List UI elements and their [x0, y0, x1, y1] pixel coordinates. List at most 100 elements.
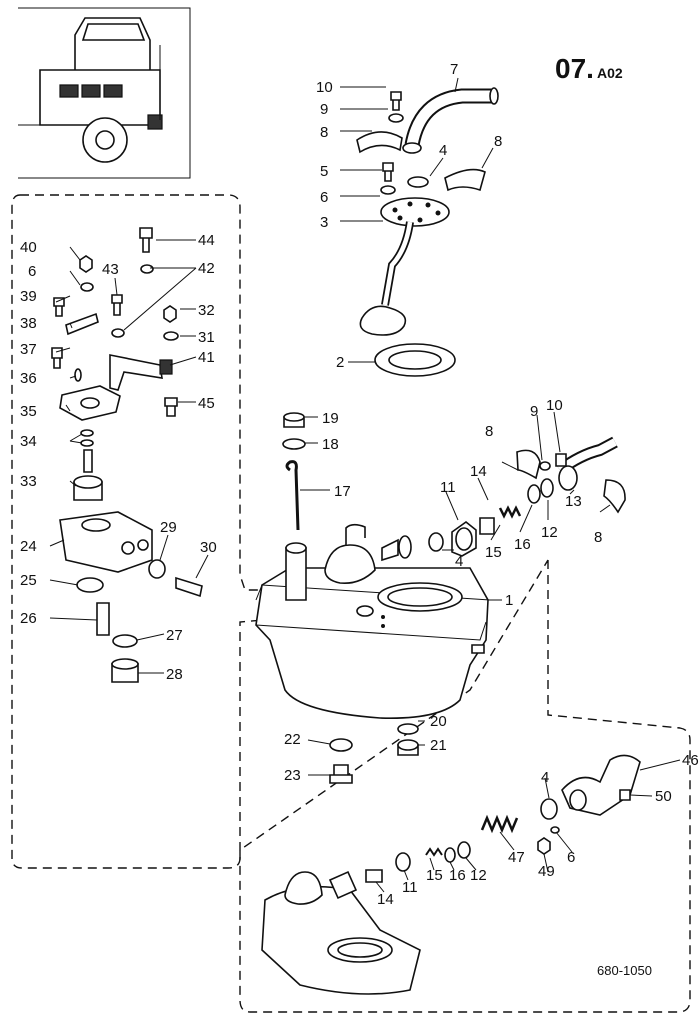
- callout-28: 28: [166, 666, 183, 683]
- callout-1: 1: [505, 592, 513, 609]
- callout-19: 19: [322, 410, 339, 427]
- callout-10: 10: [316, 79, 333, 96]
- callout-18: 18: [322, 436, 339, 453]
- washer-6-top: [380, 185, 396, 195]
- ring-12-bottom: [457, 841, 471, 859]
- bolt-10-top: [390, 91, 402, 111]
- bolt-5: [382, 162, 394, 182]
- callout-12: 12: [541, 524, 558, 541]
- washer-9-right: [539, 461, 551, 471]
- callout-41: 41: [198, 349, 215, 366]
- tractor-cab-sketch: [18, 17, 163, 163]
- callout-14: 14: [470, 463, 487, 480]
- callout-49: 49: [538, 863, 555, 880]
- callout-8: 8: [485, 423, 493, 440]
- connector-11-bottom: [395, 852, 411, 872]
- callout-6: 6: [567, 849, 575, 866]
- washer-31: [163, 331, 179, 341]
- callout-9: 9: [320, 101, 328, 118]
- callout-12: 12: [470, 867, 487, 884]
- callout-45: 45: [198, 395, 215, 412]
- bolt-39: [53, 297, 65, 317]
- washer-42-top: [140, 264, 154, 274]
- callout-5: 5: [320, 163, 328, 180]
- callout-7: 7: [450, 61, 458, 78]
- callout-15: 15: [426, 867, 443, 884]
- fuel-tank: [255, 523, 491, 719]
- dipstick-17: [285, 460, 300, 531]
- seal-25: [76, 577, 104, 593]
- spring-15-bottom: [425, 847, 443, 857]
- callout-29: 29: [160, 519, 177, 536]
- callout-25: 25: [20, 572, 37, 589]
- bolt-44: [139, 227, 153, 253]
- callout-21: 21: [430, 737, 447, 754]
- bolt-43: [111, 294, 123, 316]
- callout-27: 27: [166, 627, 183, 644]
- seal-18: [282, 438, 306, 450]
- callout-6: 6: [320, 189, 328, 206]
- nut-32: [163, 305, 177, 323]
- callout-11: 11: [440, 479, 456, 496]
- callout-9: 9: [530, 403, 538, 420]
- suction-pipe-assembly: [359, 87, 499, 377]
- ring-16-bottom: [444, 847, 456, 863]
- callout-33: 33: [20, 473, 37, 490]
- callout-30: 30: [200, 539, 217, 556]
- callout-4: 4: [541, 769, 549, 786]
- o-ring-4-right: [428, 532, 444, 552]
- callout-8: 8: [594, 529, 602, 546]
- strap-38: [65, 312, 99, 336]
- washer-6-bottom: [550, 826, 560, 834]
- spring-47: [480, 814, 519, 834]
- seal-20: [397, 723, 419, 735]
- callout-37: 37: [20, 341, 37, 358]
- washer-9-top: [388, 113, 404, 123]
- bracket-41: [109, 354, 163, 391]
- callout-6: 6: [28, 263, 36, 280]
- callout-35: 35: [20, 403, 37, 420]
- callout-34: 34: [20, 433, 37, 450]
- spring-15: [498, 505, 522, 519]
- callout-13: 13: [565, 493, 582, 510]
- bolt-50: [619, 789, 631, 801]
- outlet-fittings: [428, 436, 626, 557]
- tube-26: [96, 602, 110, 636]
- drawing-reference-code: 680-1050: [597, 963, 652, 978]
- bolt-45: [164, 397, 178, 417]
- callout-17: 17: [334, 483, 351, 500]
- callout-32: 32: [198, 302, 215, 319]
- filler-assembly-boundary: [11, 194, 401, 869]
- callout-16: 16: [514, 536, 531, 553]
- callout-46: 46: [682, 752, 699, 769]
- washer-34-a: [80, 429, 94, 437]
- callout-43: 43: [102, 261, 119, 278]
- pin-36: [74, 368, 82, 382]
- alternative-outlet-assembly: [261, 754, 641, 995]
- callout-22: 22: [284, 731, 301, 748]
- callout-42: 42: [198, 260, 215, 277]
- callout-50: 50: [655, 788, 672, 805]
- clamp-8-right-lower: [603, 479, 626, 514]
- ring-27: [112, 634, 138, 648]
- washer-42-lower: [111, 328, 125, 338]
- callout-8: 8: [320, 124, 328, 141]
- callout-39: 39: [20, 288, 37, 305]
- washer-34-b: [80, 439, 94, 447]
- callout-20: 20: [430, 713, 447, 730]
- bolt-10-right: [555, 453, 567, 467]
- callout-8: 8: [494, 133, 502, 150]
- callout-11: 11: [402, 879, 418, 896]
- fitting-30: [175, 576, 203, 598]
- nut-40: [79, 255, 93, 273]
- callout-26: 26: [20, 610, 37, 627]
- callout-3: 3: [320, 214, 328, 231]
- o-ring-4-top: [407, 176, 429, 188]
- section-number: 07.: [555, 53, 594, 84]
- alternative-version-boundary: [239, 559, 691, 1013]
- drain-plugs: [329, 723, 419, 784]
- o-ring-4-bottom: [540, 798, 558, 820]
- clamp-half-left: [356, 131, 403, 154]
- callout-labels: 7 10 9 8 8 4 5 6 3 2 1 19 18 17 8 9 10 1…: [20, 61, 699, 908]
